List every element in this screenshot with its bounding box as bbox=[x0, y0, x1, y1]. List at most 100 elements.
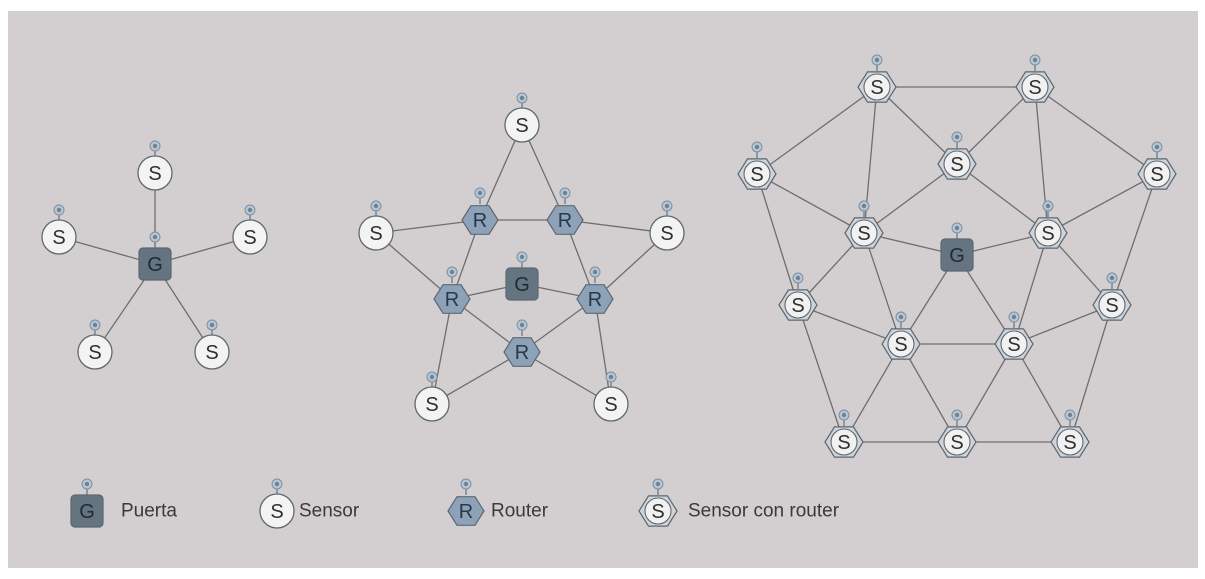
antenna-core bbox=[1045, 203, 1051, 209]
node-letter: S bbox=[52, 227, 65, 249]
node-star-g: G bbox=[138, 231, 172, 281]
antenna-core bbox=[1109, 275, 1115, 281]
router-node-icon bbox=[447, 496, 485, 526]
antenna-core bbox=[247, 207, 253, 213]
sensor-core-icon bbox=[1056, 428, 1084, 456]
link-mesh-a2-b3 bbox=[1034, 86, 1158, 175]
node-cluster_tree-s3: S bbox=[649, 200, 685, 251]
antenna-core bbox=[954, 134, 960, 140]
node-cluster_tree-s1: S bbox=[504, 92, 540, 143]
sensor-node-icon bbox=[77, 334, 113, 370]
link-mesh-e1-f2 bbox=[900, 343, 958, 443]
node-letter: R bbox=[459, 501, 473, 523]
node-cluster_tree-s4: S bbox=[414, 371, 450, 422]
gateway-node-icon bbox=[505, 267, 539, 301]
antenna-core bbox=[92, 322, 98, 328]
node-cluster_tree-r1: R bbox=[461, 187, 499, 235]
link-mesh-b2-c2 bbox=[956, 163, 1049, 234]
antenna-core bbox=[1032, 57, 1038, 63]
router-node-icon bbox=[546, 205, 584, 235]
node-cluster_tree-r3: R bbox=[433, 266, 471, 314]
node-cluster_tree-s5: S bbox=[593, 371, 629, 422]
node-letter: S bbox=[148, 163, 161, 185]
router-node-icon bbox=[576, 284, 614, 314]
node-letter: S bbox=[1028, 77, 1041, 99]
node-letter: S bbox=[950, 432, 963, 454]
link-cluster_tree-r3-s4 bbox=[431, 298, 453, 405]
sensor-node-icon bbox=[232, 219, 268, 255]
antenna-core bbox=[56, 207, 62, 213]
node-letter: S bbox=[1150, 164, 1163, 186]
antenna-core bbox=[152, 234, 158, 240]
antenna-core bbox=[898, 314, 904, 320]
link-mesh-e2-d2 bbox=[1013, 304, 1113, 345]
node-star-s1: S bbox=[137, 140, 173, 191]
antenna-core bbox=[1067, 412, 1073, 418]
antenna-core bbox=[429, 374, 435, 380]
link-mesh-a1-b1 bbox=[756, 86, 878, 175]
node-letter: S bbox=[1063, 432, 1076, 454]
node-letter: S bbox=[425, 394, 438, 416]
legend-label-router: Router bbox=[491, 501, 549, 522]
node-letter: S bbox=[369, 223, 382, 245]
sensor-core-icon bbox=[1098, 291, 1126, 319]
sensor-core-icon bbox=[1021, 73, 1049, 101]
antenna-core bbox=[152, 143, 158, 149]
antenna-core bbox=[519, 254, 525, 260]
link-mesh-b3-c2 bbox=[1047, 173, 1158, 234]
antenna-core bbox=[664, 203, 670, 209]
link-mesh-a2-b2 bbox=[956, 86, 1036, 165]
link-cluster_tree-r4-s5 bbox=[594, 298, 612, 405]
node-letter: S bbox=[270, 501, 283, 523]
node-star-s3: S bbox=[232, 204, 268, 255]
link-mesh-c1-e1 bbox=[863, 232, 902, 345]
sensor-core-icon bbox=[943, 150, 971, 178]
antenna-core bbox=[373, 203, 379, 209]
node-mesh-a2: S bbox=[1015, 54, 1055, 103]
node-letter: S bbox=[651, 501, 664, 523]
antenna-core bbox=[519, 95, 525, 101]
sensor-node-icon bbox=[593, 386, 629, 422]
node-letter: G bbox=[949, 245, 965, 267]
gateway-node-icon bbox=[940, 238, 974, 272]
antenna-core bbox=[274, 481, 280, 487]
node-mesh-d1: S bbox=[778, 272, 818, 321]
antenna-core bbox=[209, 322, 215, 328]
sensor-core-icon bbox=[644, 497, 672, 525]
node-star-s2: S bbox=[41, 204, 77, 255]
link-mesh-b3-d2 bbox=[1111, 173, 1158, 306]
antenna-core bbox=[519, 322, 525, 328]
link-mesh-e1-f1 bbox=[843, 343, 902, 443]
antenna-core bbox=[874, 57, 880, 63]
node-mesh-e1: S bbox=[881, 311, 921, 360]
node-mesh-f2: S bbox=[937, 409, 977, 458]
sensor-core-icon bbox=[863, 73, 891, 101]
link-mesh-b1-d1 bbox=[756, 173, 799, 306]
link-mesh-a1-b2 bbox=[876, 86, 958, 165]
node-mesh-e2: S bbox=[994, 311, 1034, 360]
node-letter: S bbox=[791, 295, 804, 317]
legend-sensor: S bbox=[259, 478, 295, 529]
node-star-s4: S bbox=[77, 319, 113, 370]
node-cluster_tree-g: G bbox=[505, 251, 539, 301]
sensor-core-icon bbox=[887, 330, 915, 358]
antenna-core bbox=[477, 190, 483, 196]
node-mesh-c2: S bbox=[1028, 200, 1068, 249]
antenna-core bbox=[592, 269, 598, 275]
legend-label-sensor: Sensor bbox=[299, 501, 360, 522]
node-letter: S bbox=[870, 77, 883, 99]
node-letter: R bbox=[588, 289, 602, 311]
sensor-node-icon bbox=[259, 493, 295, 529]
link-mesh-b2-c1 bbox=[863, 163, 958, 234]
node-letter: R bbox=[558, 210, 572, 232]
node-mesh-c1: S bbox=[844, 200, 884, 249]
sensor-node-icon bbox=[41, 219, 77, 255]
node-letter: S bbox=[88, 342, 101, 364]
antenna-core bbox=[1011, 314, 1017, 320]
antenna-core bbox=[562, 190, 568, 196]
sensor-node-icon bbox=[194, 334, 230, 370]
node-star-s5: S bbox=[194, 319, 230, 370]
